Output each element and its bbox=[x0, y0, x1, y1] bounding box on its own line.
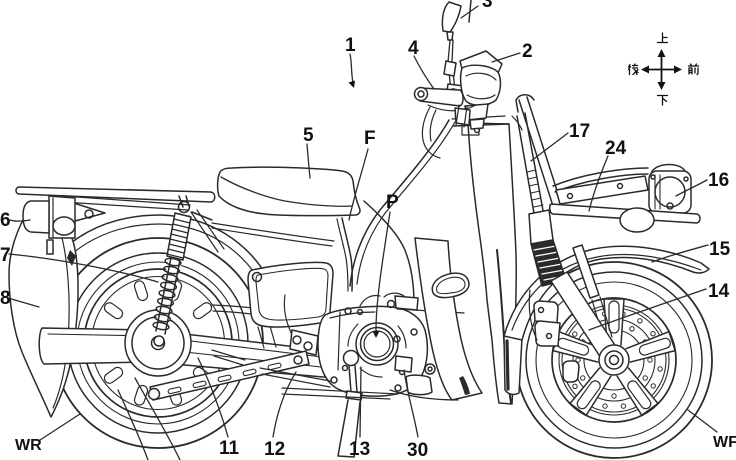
svg-text:6: 6 bbox=[0, 210, 11, 231]
svg-text:30: 30 bbox=[407, 440, 428, 460]
svg-text:12: 12 bbox=[264, 439, 285, 460]
svg-text:2: 2 bbox=[522, 41, 533, 62]
svg-text:16: 16 bbox=[708, 170, 729, 191]
svg-text:WR: WR bbox=[15, 437, 42, 454]
svg-text:1: 1 bbox=[345, 35, 356, 56]
svg-text:3: 3 bbox=[482, 0, 493, 12]
svg-text:15: 15 bbox=[709, 239, 731, 260]
svg-text:5: 5 bbox=[303, 125, 314, 146]
svg-text:F: F bbox=[364, 128, 376, 149]
svg-text:14: 14 bbox=[708, 281, 730, 302]
svg-text:8: 8 bbox=[0, 288, 11, 309]
svg-text:4: 4 bbox=[408, 38, 419, 59]
svg-text:17: 17 bbox=[569, 121, 590, 142]
svg-text:11: 11 bbox=[219, 438, 240, 459]
svg-text:WF: WF bbox=[713, 434, 736, 451]
svg-text:7: 7 bbox=[0, 245, 11, 266]
svg-text:24: 24 bbox=[605, 138, 627, 159]
svg-text:P: P bbox=[386, 192, 399, 213]
svg-text:13: 13 bbox=[349, 439, 370, 460]
